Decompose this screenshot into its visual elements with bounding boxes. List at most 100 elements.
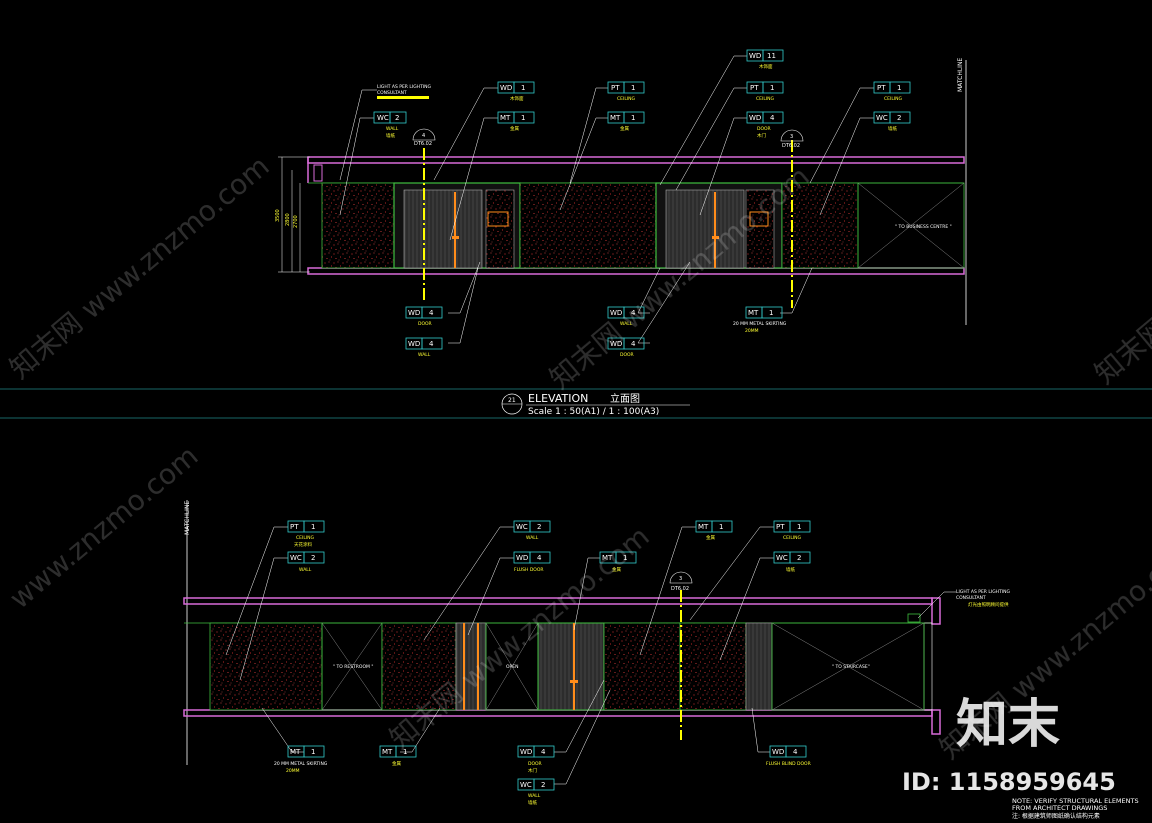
svg-text:CEILING: CEILING: [617, 96, 636, 102]
top-opening: [857, 182, 965, 269]
svg-text:FLUSH DOOR: FLUSH DOOR: [514, 567, 544, 573]
svg-text:MT: MT: [698, 523, 709, 531]
svg-text:1: 1: [311, 523, 315, 531]
svg-text:1: 1: [631, 114, 635, 122]
svg-text:WD: WD: [610, 309, 622, 317]
callout-wc2-wall-bottom: WC 2 WALL 墙纸: [517, 778, 555, 806]
svg-text:2: 2: [537, 523, 541, 531]
svg-text:1: 1: [770, 84, 774, 92]
svg-text:DOOR: DOOR: [528, 761, 542, 767]
svg-text:WD: WD: [749, 52, 761, 60]
bottom-matchline-label: MATCHLINE: [184, 501, 191, 535]
svg-text:木饰面: 木饰面: [510, 95, 524, 102]
to-restroom-label: " TO RESTROOM ": [333, 664, 373, 670]
svg-text:MT: MT: [382, 748, 393, 756]
callout-wc2-bottom-c: WC 2 墙纸: [773, 551, 811, 573]
svg-text:WALL: WALL: [528, 793, 541, 799]
svg-text:2: 2: [541, 781, 545, 789]
drawing-title: 21 ELEVATION 立面图 Scale 1 : 50(A1) / 1 : …: [0, 388, 1152, 419]
svg-text:灯光由照明顾问提供: 灯光由照明顾问提供: [968, 601, 1009, 608]
top-floor-band: [307, 267, 965, 275]
top-wall-panel-2: [519, 182, 657, 269]
callout-mt1-top-a: MT 1 金属: [497, 111, 535, 132]
top-elevation: MATCHLINE 3500 2800 2700: [275, 49, 967, 358]
top-wall-panel-3: [781, 182, 859, 269]
svg-text:4: 4: [631, 309, 636, 317]
svg-text:WC: WC: [377, 114, 389, 122]
svg-text:MT: MT: [290, 748, 301, 756]
svg-text:4: 4: [537, 554, 542, 562]
callout-wd11-top: WD 11 木饰面: [746, 49, 784, 70]
callout-pt1-top-c: PT 1 CEILING: [873, 81, 911, 102]
svg-text:DOOR: DOOR: [418, 321, 432, 327]
callout-pt1-top-b: PT 1 CEILING: [746, 81, 784, 102]
svg-text:20MM: 20MM: [745, 328, 759, 334]
callout-wc2-bottom: WC 2 WALL: [287, 551, 325, 573]
svg-text:DOOR: DOOR: [757, 126, 771, 132]
callout-wc2-top: WC 2 WALL 墙纸: [373, 111, 407, 139]
svg-text:MT: MT: [500, 114, 511, 122]
svg-text:WD: WD: [500, 84, 512, 92]
svg-text:MT: MT: [748, 309, 759, 317]
svg-text:DT6.02: DT6.02: [782, 143, 800, 149]
callout-wc2-top-b: WC 2 墙纸: [873, 111, 911, 132]
callout-wd4-bm1-top: WD 4 WALL: [607, 306, 645, 327]
bottom-wall-panel-1: [209, 622, 323, 711]
svg-text:LIGHT AS PER LIGHTING: LIGHT AS PER LIGHTING: [956, 589, 1011, 595]
bottom-wall-panel-4: [679, 622, 747, 711]
svg-text:PT: PT: [750, 84, 759, 92]
callout-wd4-bm2-top: WD 4 DOOR: [607, 337, 645, 358]
svg-text:1: 1: [631, 84, 635, 92]
svg-text:MT: MT: [610, 114, 621, 122]
dim-a: 2800: [285, 213, 291, 226]
svg-text:CONSULTANT: CONSULTANT: [956, 595, 986, 601]
svg-text:WC: WC: [520, 781, 532, 789]
svg-text:WD: WD: [610, 340, 622, 348]
dim-total: 3500: [275, 209, 281, 222]
svg-text:FLUSH BLIND DOOR: FLUSH BLIND DOOR: [766, 761, 811, 767]
svg-text:木门: 木门: [757, 132, 766, 139]
svg-text:1: 1: [719, 523, 723, 531]
svg-text:CEILING: CEILING: [884, 96, 903, 102]
svg-text:1: 1: [769, 309, 773, 317]
callout-mt1-skirting-bottom: MT 1 20 MM METAL SKIRTING 20MM: [274, 745, 328, 774]
callout-mt1-bottom-b: MT 1 金属: [695, 520, 733, 541]
callout-wc2-bottom-b: WC 2 WALL: [513, 520, 551, 541]
svg-text:1: 1: [521, 84, 525, 92]
bottom-wall-panel-3: [603, 622, 681, 711]
svg-text:1: 1: [521, 114, 525, 122]
svg-text:WD: WD: [408, 309, 420, 317]
svg-text:2: 2: [897, 114, 901, 122]
svg-text:WALL: WALL: [299, 567, 312, 573]
svg-text:3: 3: [679, 576, 682, 582]
top-ceiling-band: [307, 156, 965, 164]
svg-text:墙纸: 墙纸: [386, 132, 395, 139]
svg-text:1: 1: [623, 554, 627, 562]
section-marker-3: 3 DT6.02: [780, 129, 804, 149]
svg-text:DOOR: DOOR: [620, 352, 634, 358]
svg-text:2: 2: [311, 554, 315, 562]
svg-text:WD: WD: [520, 748, 532, 756]
svg-text:木门: 木门: [528, 767, 537, 774]
svg-text:2: 2: [395, 114, 399, 122]
svg-text:WC: WC: [876, 114, 888, 122]
svg-text:4: 4: [429, 340, 434, 348]
svg-text:2: 2: [797, 554, 801, 562]
svg-text:金属: 金属: [510, 125, 519, 132]
svg-text:墙纸: 墙纸: [528, 799, 537, 806]
open-label: OPEN: [506, 664, 518, 670]
bottom-blind-door: [745, 622, 773, 711]
svg-text:WALL: WALL: [386, 126, 399, 132]
callout-light-top: LIGHT AS PER LIGHTING CONSULTANT: [377, 84, 432, 99]
watermark-id: ID: 1158959645: [902, 768, 1116, 796]
to-staircase-label: " TO STAIRCASE": [832, 664, 870, 670]
svg-text:PT: PT: [877, 84, 886, 92]
svg-text:4: 4: [770, 114, 775, 122]
callout-wd4-blind-bottom: WD 4 FLUSH BLIND DOOR: [766, 745, 811, 767]
svg-text:WALL: WALL: [418, 352, 431, 358]
title-scale: Scale 1 : 50(A1) / 1 : 100(A3): [528, 407, 659, 417]
top-wall-panel-1: [321, 182, 395, 269]
svg-text:知末网 www.znzmo.com: 知末网 www.znzmo.com: [1088, 154, 1152, 390]
bottom-leaders: [225, 526, 956, 785]
to-business-label: " TO BUSINESS CENTRE ": [895, 224, 952, 230]
